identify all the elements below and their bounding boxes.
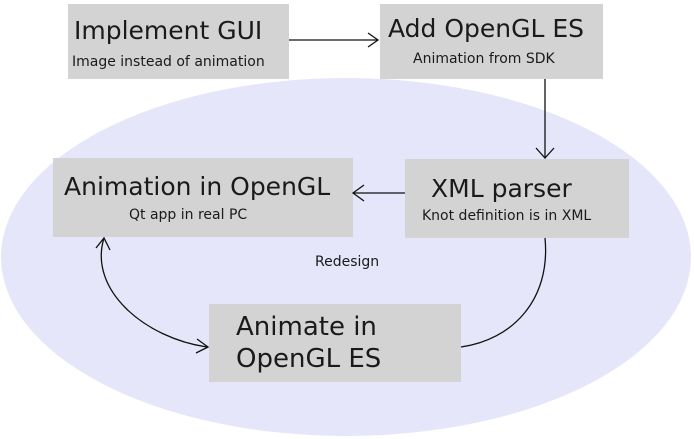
node-title-line-1: Animate in	[236, 312, 377, 342]
node-implement-gui: Implement GUI Image instead of animation	[68, 4, 289, 79]
arrowhead-animation-in-opengl	[351, 184, 365, 202]
arrowhead-add-opengl-es	[367, 32, 380, 48]
node-title: Implement GUI	[74, 16, 263, 45]
edge-xml-to-animate-es	[460, 237, 547, 348]
node-animation-in-opengl: Animation in OpenGL Qt app in real PC	[53, 158, 353, 237]
node-add-opengl-es: Add OpenGL ES Animation from SDK	[380, 4, 603, 79]
node-subtitle: Knot definition is in XML	[422, 208, 592, 224]
node-animate-in-opengl-es: Animate in OpenGL ES	[209, 304, 461, 382]
redesign-label: Redesign	[315, 254, 380, 270]
edge-animation-animate-es	[100, 237, 208, 348]
arrowhead-xml-parser	[535, 147, 555, 159]
node-title: XML parser	[431, 174, 572, 203]
node-title-line-2: OpenGL ES	[236, 344, 382, 374]
node-title: Add OpenGL ES	[388, 14, 585, 43]
node-subtitle: Qt app in real PC	[129, 207, 248, 223]
arrowhead-animation-up	[95, 236, 111, 251]
node-title: Animation in OpenGL	[64, 172, 331, 201]
node-xml-parser: XML parser Knot definition is in XML	[405, 159, 629, 238]
node-subtitle: Animation from SDK	[413, 51, 555, 67]
arrowhead-animate-es-right	[195, 338, 210, 354]
node-subtitle: Image instead of animation	[72, 54, 265, 70]
